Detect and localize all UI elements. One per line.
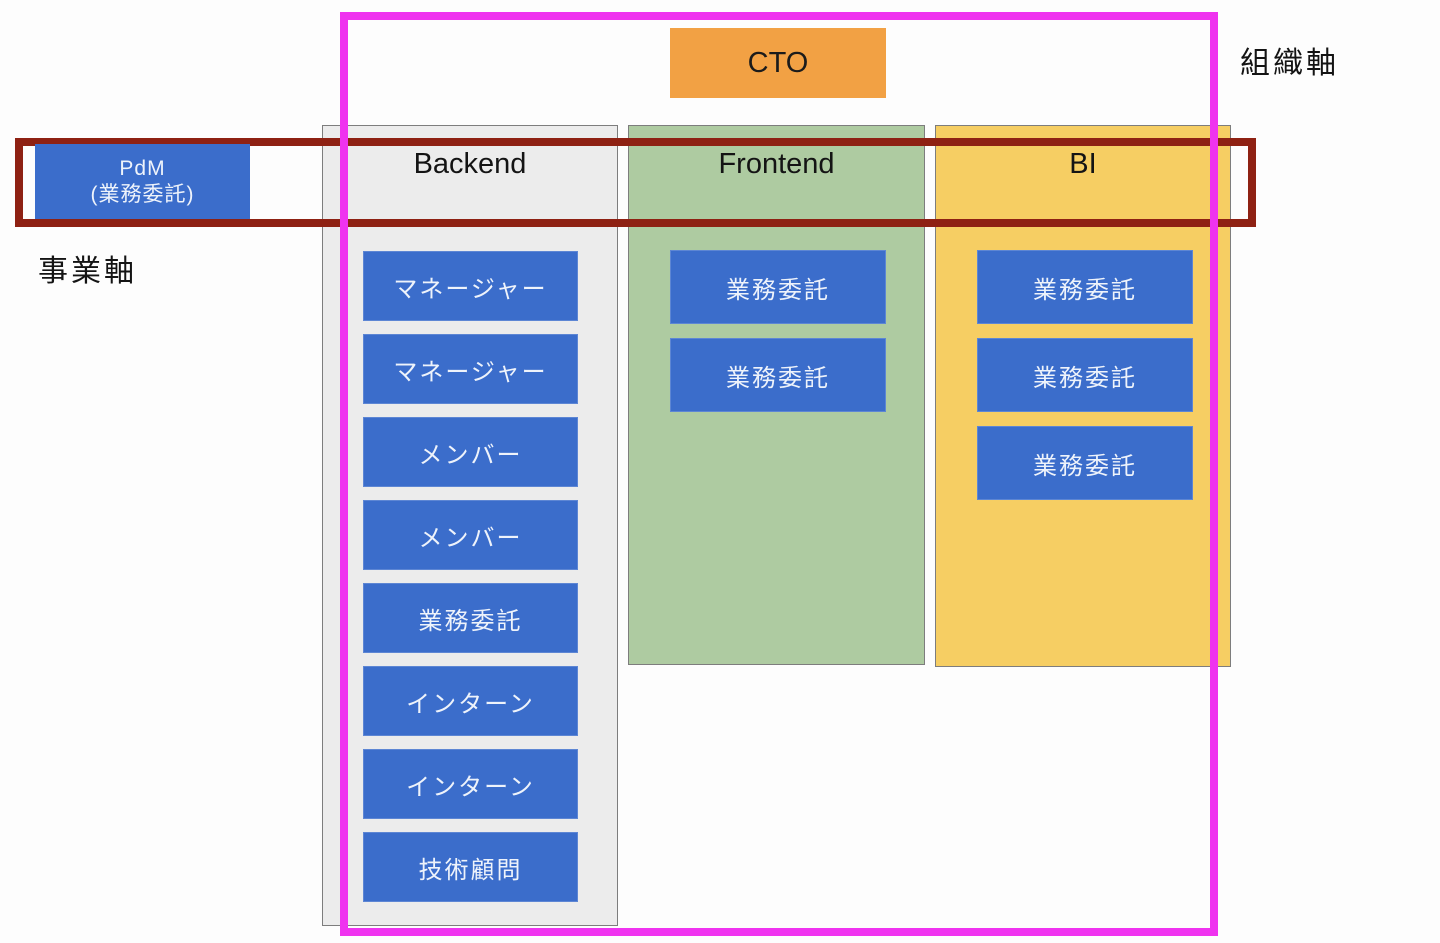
member-box-backend-2: マネージャー	[363, 334, 578, 404]
member-box-bi-2: 業務委託	[977, 338, 1193, 412]
member-box-backend-3: メンバー	[363, 417, 578, 487]
member-box-backend-6: インターン	[363, 666, 578, 736]
column-bi-header: BI	[1069, 148, 1097, 180]
column-backend-members: マネージャー マネージャー メンバー メンバー 業務委託 インターン インターン…	[363, 251, 578, 902]
member-box-frontend-1: 業務委託	[670, 250, 886, 324]
pdm-label-line1: PdM	[119, 156, 166, 180]
member-box-backend-5: 業務委託	[363, 583, 578, 653]
member-box-backend-8: 技術顧問	[363, 832, 578, 902]
column-frontend-header: Frontend	[718, 148, 835, 180]
cto-box: CTO	[670, 28, 886, 98]
member-box-backend-1: マネージャー	[363, 251, 578, 321]
column-backend-header: Backend	[413, 148, 527, 180]
member-box-bi-3: 業務委託	[977, 426, 1193, 500]
column-backend: Backend マネージャー マネージャー メンバー メンバー 業務委託 インタ…	[322, 125, 618, 926]
business-axis-label: 事業軸	[38, 255, 137, 288]
column-frontend-members: 業務委託 業務委託	[670, 250, 886, 412]
member-box-frontend-2: 業務委託	[670, 338, 886, 412]
column-bi-members: 業務委託 業務委託 業務委託	[977, 250, 1193, 500]
member-box-backend-4: メンバー	[363, 500, 578, 570]
pdm-label-line2: (業務委託)	[90, 182, 195, 206]
organization-axis-label: 組織軸	[1240, 47, 1339, 80]
column-frontend: Frontend 業務委託 業務委託	[628, 125, 925, 665]
column-bi: BI 業務委託 業務委託 業務委託	[935, 125, 1231, 667]
member-box-backend-7: インターン	[363, 749, 578, 819]
member-box-bi-1: 業務委託	[977, 250, 1193, 324]
pdm-box: PdM (業務委託)	[35, 144, 250, 219]
